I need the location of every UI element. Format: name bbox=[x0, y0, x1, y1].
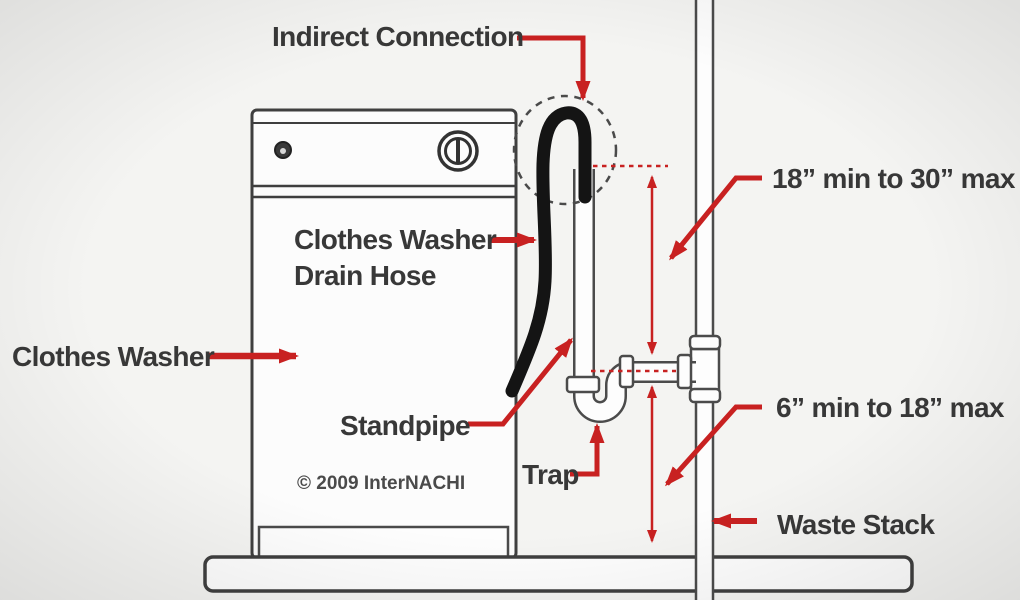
red-annotations bbox=[208, 35, 762, 543]
drain-hose bbox=[505, 106, 592, 398]
label-drain-hose-line1: Clothes Washer bbox=[294, 224, 497, 255]
tee-branch-hub bbox=[676, 353, 693, 390]
label-drain-hose-line2: Drain Hose bbox=[294, 260, 436, 291]
leader-6-18 bbox=[664, 404, 762, 487]
arrow-indirect-connection bbox=[517, 35, 591, 101]
indirect-connection-circle bbox=[512, 94, 618, 206]
trap-inlet-collar bbox=[565, 375, 601, 394]
clothes-washer-figure bbox=[250, 108, 518, 560]
floor-slab bbox=[203, 555, 914, 593]
waste-stack-pipe bbox=[689, 0, 721, 600]
label-trap: Trap bbox=[522, 459, 579, 490]
standpipe-trap-assembly bbox=[565, 169, 722, 423]
arrow-trap bbox=[570, 423, 605, 477]
tee-top-collar bbox=[688, 334, 722, 351]
timer-dial-icon bbox=[437, 130, 479, 172]
label-dim-standpipe-height: 18” min to 30” max bbox=[772, 163, 1015, 194]
copyright-notice: © 2009 InterNACHI bbox=[297, 473, 466, 494]
tee-bottom-collar bbox=[688, 387, 722, 404]
kick-plate bbox=[257, 525, 510, 559]
arrow-standpipe bbox=[468, 337, 573, 427]
power-knob-icon bbox=[274, 141, 292, 159]
label-clothes-washer: Clothes Washer bbox=[12, 341, 215, 372]
label-waste-stack: Waste Stack bbox=[777, 509, 935, 540]
label-drain-hose: Clothes Washer Drain Hose bbox=[294, 222, 497, 294]
label-indirect-connection: Indirect Connection bbox=[272, 21, 524, 52]
label-standpipe: Standpipe bbox=[340, 410, 471, 441]
label-dim-trap-height: 6” min to 18” max bbox=[776, 392, 1004, 423]
leader-18-30 bbox=[669, 175, 762, 261]
